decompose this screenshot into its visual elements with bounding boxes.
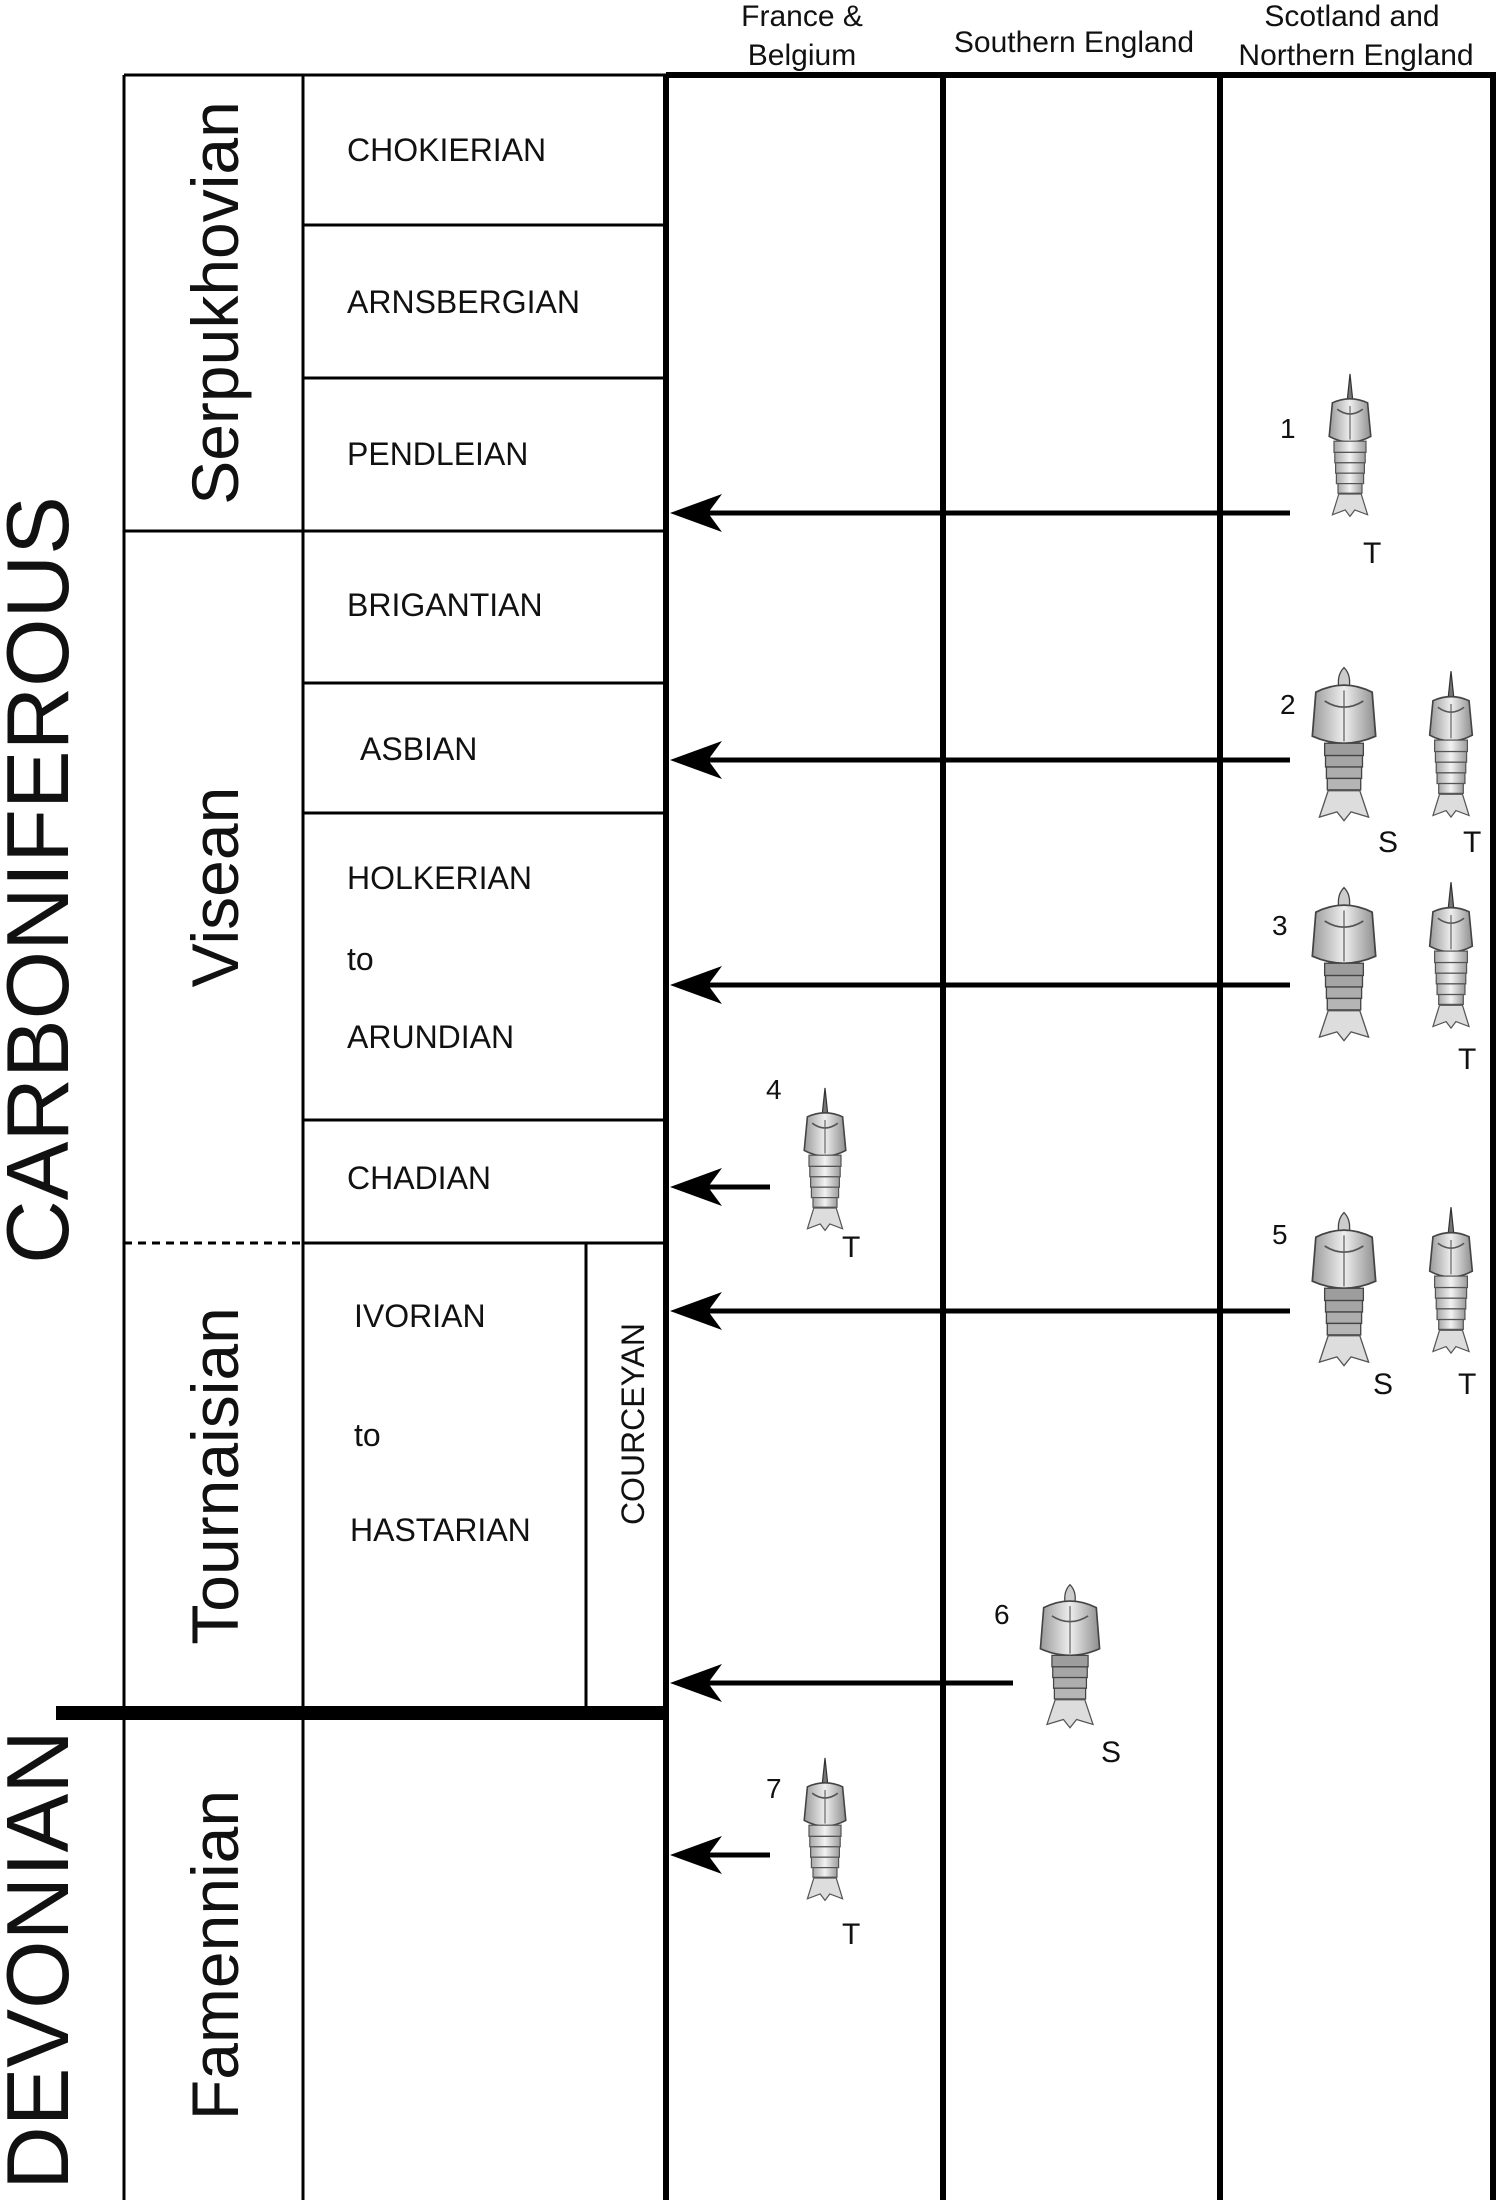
- record-7-view-t: T: [842, 1918, 860, 1951]
- specimen-5-t-figure: [1428, 1206, 1474, 1355]
- header-scotland-line1: Scotland and: [1264, 0, 1439, 33]
- stage-arundian: ARUNDIAN: [347, 1019, 514, 1055]
- series-tournaisian: Tournaisian: [178, 1307, 252, 1645]
- record-2-view-s: S: [1378, 826, 1398, 859]
- series-serpukhovian: Serpukhovian: [178, 101, 252, 505]
- record-3-view-t: T: [1458, 1043, 1476, 1076]
- specimen-1-t-figure: [1328, 373, 1372, 518]
- record-5-view-t: T: [1458, 1368, 1476, 1401]
- record-7-number: 7: [766, 1773, 782, 1804]
- record-5-view-s: S: [1373, 1368, 1393, 1401]
- header-france-line1: France &: [741, 0, 863, 33]
- stage-holkerian-to: to: [347, 941, 374, 977]
- stage-courceyan: COURCEYAN: [615, 1323, 651, 1525]
- header-france-line2: Belgium: [748, 39, 856, 72]
- record-4-view-t: T: [842, 1231, 860, 1264]
- specimen-5-s-figure: [1311, 1211, 1377, 1367]
- stage-asbian: ASBIAN: [360, 731, 477, 767]
- stage-brigantian: BRIGANTIAN: [347, 587, 543, 623]
- record-1-number: 1: [1280, 413, 1296, 444]
- record-3-number: 3: [1272, 910, 1288, 941]
- specimen-6-s-figure: [1039, 1583, 1101, 1729]
- chart-grid: [56, 72, 1496, 2200]
- stage-ivorian-to: to: [354, 1417, 381, 1453]
- arrow-4-head: [670, 1168, 722, 1206]
- period-carboniferous: CARBONIFEROUS: [0, 496, 87, 1264]
- specimen-3-s-figure: [1311, 886, 1377, 1042]
- specimen-2-s-figure: [1311, 666, 1377, 822]
- stage-ivorian: IVORIAN: [354, 1298, 486, 1334]
- record-2-number: 2: [1280, 689, 1296, 720]
- stage-pendleian: PENDLEIAN: [347, 436, 528, 472]
- record-6-number: 6: [994, 1599, 1010, 1630]
- specimen-2-t-figure: [1428, 670, 1474, 819]
- arrow-3-head: [670, 966, 722, 1004]
- series-famennian: Famennian: [178, 1790, 252, 2120]
- header-scotland-line2: Northern England: [1238, 39, 1473, 72]
- record-2-view-t: T: [1463, 826, 1481, 859]
- specimen-7-t-figure: [803, 1757, 847, 1902]
- stage-holkerian: HOLKERIAN: [347, 860, 532, 896]
- arrow-5-head: [670, 1292, 722, 1330]
- series-visean: Visean: [178, 787, 252, 988]
- arrows: [670, 494, 1290, 1874]
- period-devonian: DEVONIAN: [0, 1730, 87, 2190]
- arrow-1-head: [670, 494, 722, 532]
- record-6-view-s: S: [1101, 1736, 1121, 1769]
- specimen-figures: [803, 373, 1474, 1902]
- record-4-number: 4: [766, 1074, 782, 1105]
- record-1-view-t: T: [1363, 537, 1381, 570]
- stage-chadian: CHADIAN: [347, 1160, 491, 1196]
- arrow-6-head: [670, 1664, 722, 1702]
- arrow-2-head: [670, 741, 722, 779]
- arrow-7-head: [670, 1836, 722, 1874]
- stage-chokierian: CHOKIERIAN: [347, 132, 546, 168]
- stage-hastarian: HASTARIAN: [350, 1512, 531, 1548]
- record-5-number: 5: [1272, 1219, 1288, 1250]
- specimen-3-t-figure: [1428, 881, 1474, 1030]
- header-southern-england: Southern England: [954, 26, 1194, 59]
- stage-arnsbergian: ARNSBERGIAN: [347, 284, 580, 320]
- specimen-4-t-figure: [803, 1087, 847, 1232]
